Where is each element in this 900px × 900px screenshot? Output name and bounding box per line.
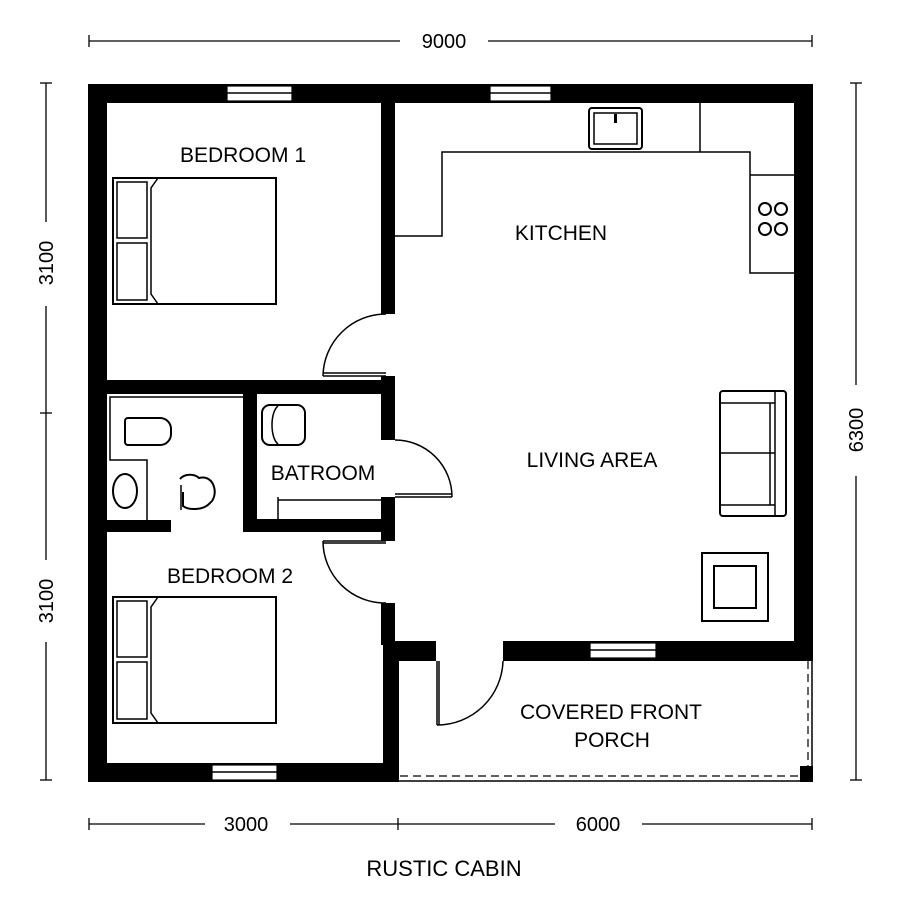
door-bedroom2 xyxy=(322,540,387,604)
window-bedroom1 xyxy=(226,85,293,102)
armchair-icon xyxy=(701,552,769,622)
window-kitchen xyxy=(489,85,552,102)
sink-icon xyxy=(588,107,643,150)
room-label-living: LIVING AREA xyxy=(527,449,658,472)
dimension-bottom-left-label: 3000 xyxy=(224,814,269,836)
walls xyxy=(88,84,813,782)
door-front xyxy=(436,660,504,726)
sofa-icon xyxy=(719,390,787,517)
dimension-left: 3100 3100 xyxy=(36,82,58,781)
bed-bedroom2 xyxy=(112,596,277,724)
dimension-top-label: 9000 xyxy=(422,31,467,53)
door-bedroom1 xyxy=(322,313,387,377)
dimension-left-lower-label: 3100 xyxy=(36,579,58,624)
dimension-left-upper-label: 3100 xyxy=(36,241,58,286)
dimension-right: 6300 xyxy=(846,82,868,781)
stove-icon xyxy=(758,202,788,236)
room-label-bedroom2: BEDROOM 2 xyxy=(167,565,293,588)
bathroom-fixtures xyxy=(261,404,381,519)
plan-title: RUSTIC CABIN xyxy=(366,856,521,881)
ensuite-fixtures xyxy=(109,396,243,520)
dimension-bottom: 3000 6000 xyxy=(88,814,813,836)
room-label-porch-line2: PORCH xyxy=(574,729,650,752)
dimension-right-label: 6300 xyxy=(846,408,868,453)
porch-edge xyxy=(399,661,813,782)
kitchen-counter xyxy=(395,103,794,274)
dimension-bottom-right-label: 6000 xyxy=(576,814,621,836)
window-bedroom2 xyxy=(211,764,278,781)
dimension-top: 9000 xyxy=(88,31,813,53)
room-label-bathroom: BATROOM xyxy=(271,462,376,485)
room-label-kitchen: KITCHEN xyxy=(515,222,607,245)
window-living xyxy=(589,642,657,659)
room-label-porch-line1: COVERED FRONT xyxy=(520,701,702,724)
bed-bedroom1 xyxy=(112,177,277,305)
door-bathroom xyxy=(394,439,453,498)
room-label-bedroom1: BEDROOM 1 xyxy=(180,144,306,167)
